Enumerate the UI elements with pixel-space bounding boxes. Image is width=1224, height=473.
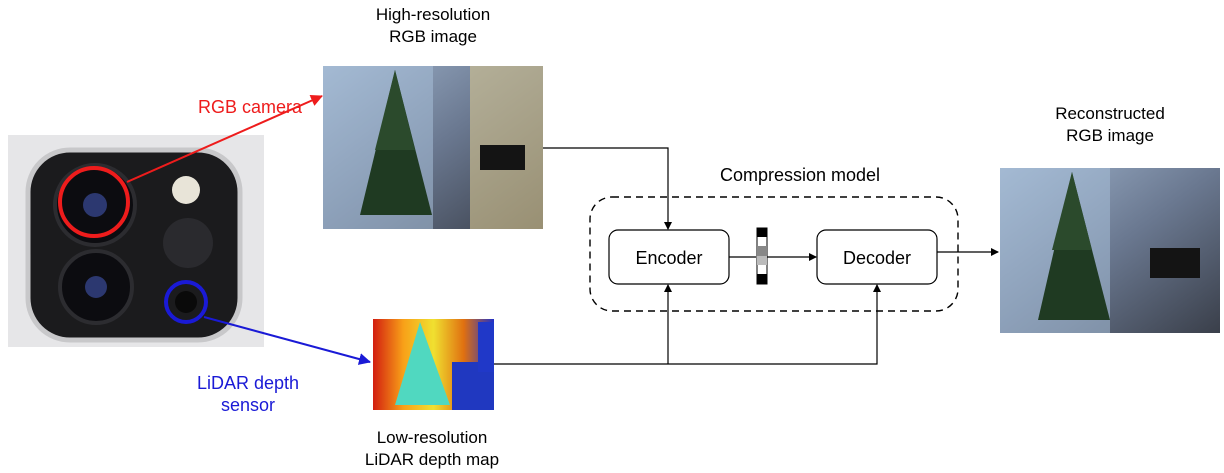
encoder-label: Encoder: [635, 248, 702, 268]
decoder-label: Decoder: [843, 248, 911, 268]
high-resolution-image-label: High-resolution RGB image: [375, 5, 491, 46]
lidar-sensor-highlight-circle: [164, 280, 208, 324]
depth-to-decoder-arrow: [494, 284, 881, 365]
compression-model-box: [589, 196, 959, 312]
camera-module-photo: [8, 135, 264, 347]
compression-model-label: Compression model: [719, 165, 881, 185]
reconstructed-rgb-image: [1000, 168, 1220, 333]
high-resolution-rgb-image: [323, 66, 543, 229]
rgb-camera-label: RGB camera: [197, 97, 303, 117]
rgb-camera-highlight-circle: [58, 166, 130, 238]
reconstructed-image-label: Reconstructed RGB image: [1055, 104, 1165, 145]
low-resolution-depth-label: Low-resolution LiDAR depth map: [364, 428, 500, 469]
lidar-depth-map-image: [373, 319, 494, 410]
latent-code-bar: [756, 227, 768, 285]
rgb-to-encoder-arrow: [543, 147, 672, 230]
lidar-sensor-label: LiDAR depth sensor: [196, 373, 300, 415]
lidar-sensor-arrow: [203, 316, 371, 365]
rgb-camera-arrow: [126, 94, 323, 183]
